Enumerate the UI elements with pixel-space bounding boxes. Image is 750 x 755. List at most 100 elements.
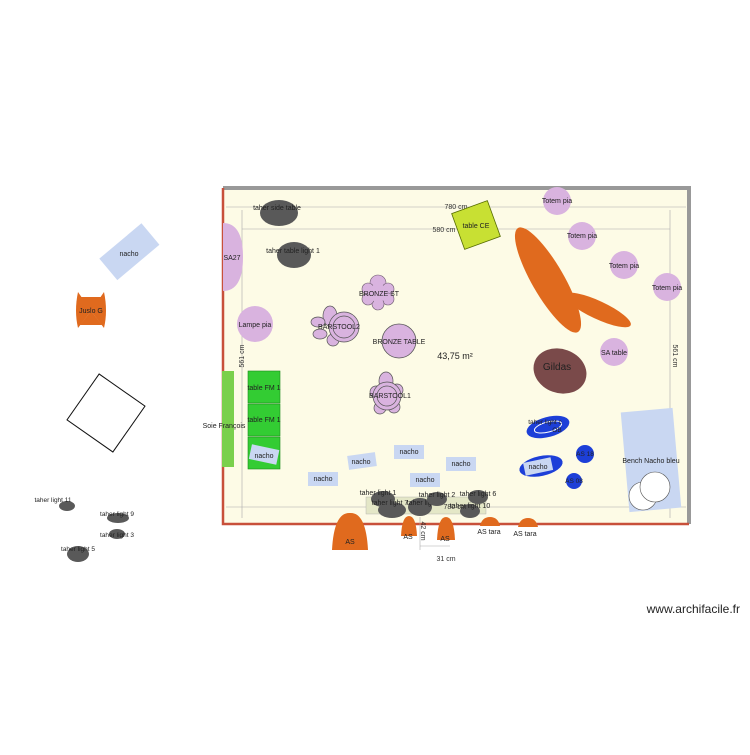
sa-table[interactable] [600,338,628,366]
nacho[interactable] [347,452,377,470]
barstool-2[interactable] [310,305,360,347]
totem-pia-label: Totem pia [652,285,682,292]
as-tara[interactable] [518,518,538,527]
blue-inner-ellipse [533,420,563,434]
juslo-g-label: Juslo G [79,308,103,315]
taher-light-8[interactable] [408,498,432,516]
taher-light-7[interactable] [378,502,406,518]
nacho-label: nacho [528,464,547,471]
taher-light-2[interactable] [427,492,447,506]
room-wall-top-right [223,186,691,524]
barstool-1[interactable] [369,371,404,415]
dim-bottom: 780 cm [444,504,467,511]
nacho[interactable] [410,473,440,487]
taher-side-table-label: taher side table [253,205,301,212]
nacho[interactable] [446,457,476,471]
nacho-outside-label: nacho [119,251,138,258]
as-tara-label: AS tara [477,529,500,536]
taher-light-9[interactable] [107,513,129,523]
as-tara-label: AS tara [513,531,536,538]
barstool-1-label: BARSTOOL1 [369,393,411,400]
bronze-table[interactable] [381,323,417,359]
as-08-label: AS 08 [565,478,583,485]
nacho-outside[interactable] [99,223,160,281]
table-fm[interactable] [247,403,281,437]
nacho-label: nacho [313,476,332,483]
as-small-label: AS [403,534,413,541]
nacho-label: nacho [415,477,434,484]
as-small[interactable] [401,516,417,536]
bronze-st-label: BRONZE ST [359,291,400,298]
taher-light-11-label: taher light 11 [34,497,71,504]
nacho[interactable] [523,457,554,476]
juslo-g[interactable] [76,292,106,328]
table-fm[interactable] [247,370,281,404]
outline-square[interactable] [66,373,146,453]
taher-table-light-1[interactable] [277,242,311,268]
as-small-label: AS [440,536,450,543]
taher-light-1-label: taher light 1 [360,490,397,497]
bench-circle [639,471,671,503]
nacho-label: nacho [399,449,418,456]
nacho[interactable] [248,444,280,465]
table-fm-label: table FM 1 [247,385,280,392]
watermark[interactable]: www.archifacile.fr [646,602,740,616]
nacho[interactable] [394,445,424,459]
totem-pia-label: Totem pia [609,263,639,270]
gildas-label: Gildas [543,362,571,373]
as-tara[interactable] [480,517,500,526]
table-ce[interactable] [451,200,501,250]
taher-light-10[interactable] [460,504,480,518]
as-large[interactable] [332,512,368,550]
dim-right: 561 cm [671,345,678,368]
gildas[interactable] [527,341,593,401]
bronze-table-label: BRONZE TABLE [373,339,426,346]
taher-light-8-label: taher light 8 [407,500,444,507]
dim-left: 561 cm [239,344,246,367]
as-08[interactable] [566,473,582,489]
dim-top-inner: 580 cm [433,227,456,234]
taher-light-2-label: taher light 2 [419,492,456,499]
taher-light-11[interactable] [59,501,75,511]
nacho-label: nacho [351,459,370,466]
table-fm-label: table FM 1 [247,417,280,424]
taher-light-9-label: taher light 9 [100,511,134,518]
sa27[interactable] [223,223,243,291]
nacho-label: nacho [254,453,273,460]
totem-pia[interactable] [543,187,571,215]
sa-table-label: SA table [601,350,627,357]
totem-pia[interactable] [568,222,596,250]
table-ce-label: table CE [463,223,490,230]
nacho-label: nacho [451,461,470,468]
totem-pia[interactable] [610,251,638,279]
taher-side-table[interactable] [260,200,298,226]
taher-light-5-label: taher light 5 [61,546,95,553]
taher-light-3[interactable] [109,529,125,539]
nacho[interactable] [308,472,338,486]
sa27-label: SA27 [223,255,240,262]
totem-pia-label: Totem pia [542,198,572,205]
dim-top-outer: 780 cm [445,204,468,211]
taher-light-5[interactable] [67,546,89,562]
dim-small-v: 42 cm [419,521,426,540]
taher-light-6[interactable] [468,490,488,504]
barstool-2-label: BARSTOOL2 [318,324,360,331]
as-18-label: AS 18 [576,451,594,458]
soie-francois-strip[interactable] [222,371,234,467]
totem-pia[interactable] [653,273,681,301]
taher-light-7-label: taher light 7 [372,500,409,507]
taher-light-3-label: taher light 3 [100,532,134,539]
lampe-pia-label: Lampe pia [239,322,272,329]
bench-nacho-bleu-label: Bench Nacho bleu [622,458,679,465]
as-small[interactable] [437,517,455,540]
orange-diagonal-shape [565,292,631,328]
as-large-label: AS [345,539,355,546]
lampe-pia[interactable] [237,306,273,342]
as-18[interactable] [576,445,594,463]
bronze-st[interactable] [361,274,395,311]
taher-light-10-label: taher light 10 [450,503,491,510]
room-area: 43,75 m² [437,351,473,361]
taher-light-6-label: taher light 6 [460,491,497,498]
ob-label: OB [552,427,561,434]
